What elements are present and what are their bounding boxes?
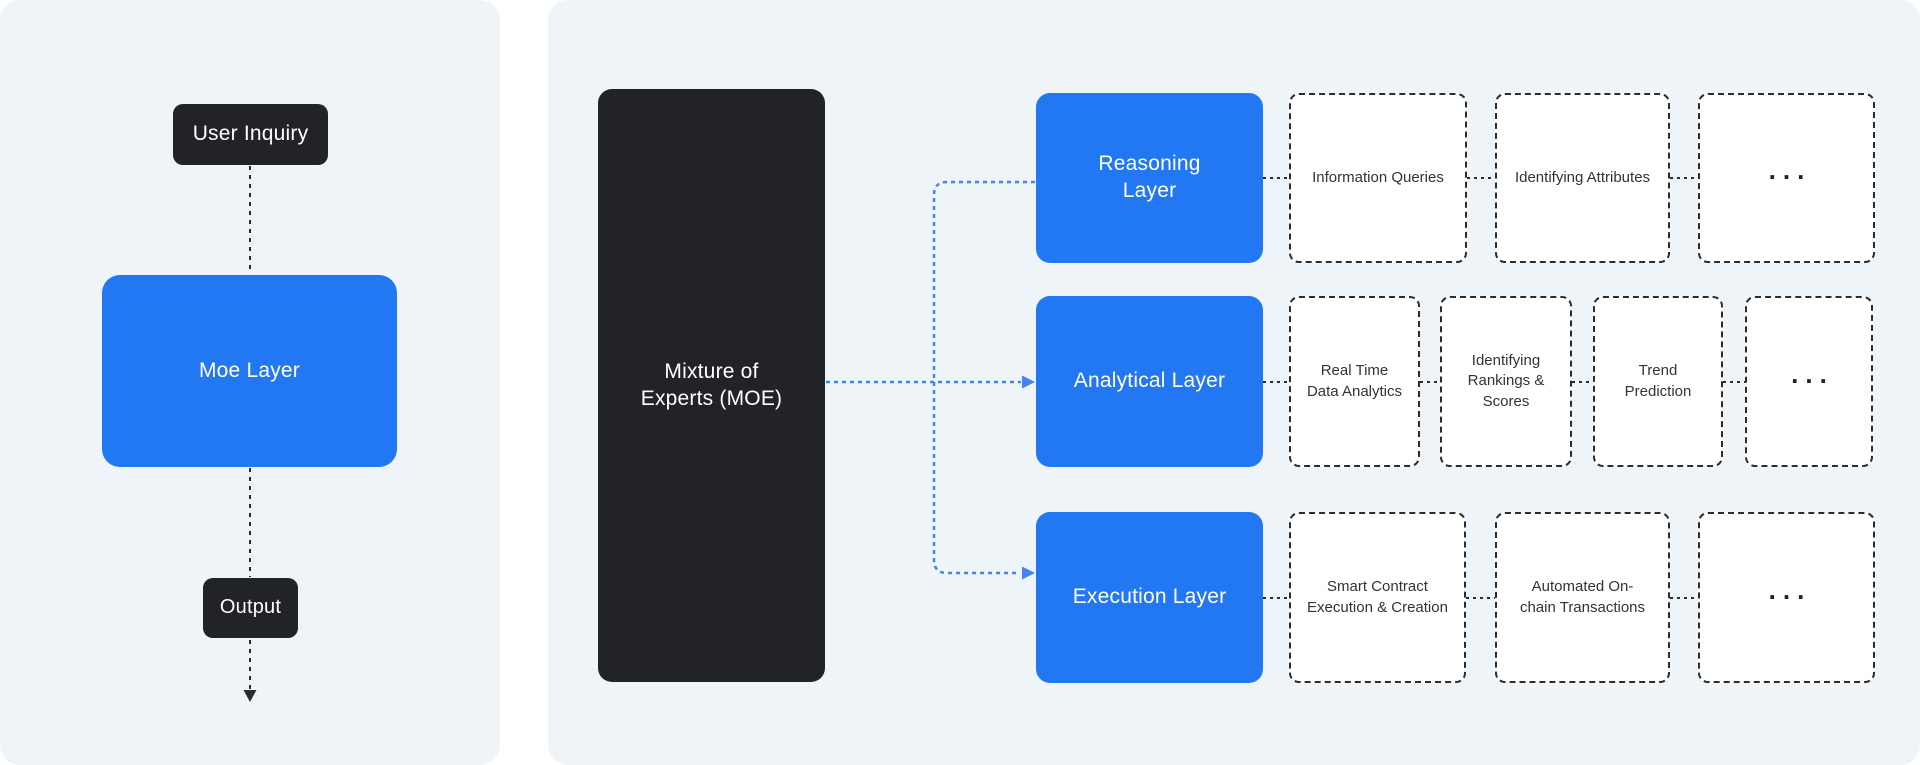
expert-node-more: ... [1745,296,1873,467]
output-node: Output [203,578,298,638]
analytical-layer-node: Analytical Layer [1036,296,1263,467]
ellipsis-label: ... [1791,358,1834,389]
expert-node-identifying-attributes: Identifying Attributes [1495,93,1670,263]
expert-node-information-queries: Information Queries [1289,93,1467,263]
expert-node-trend-prediction: Trend Prediction [1593,296,1723,467]
expert-node-real-time-data-analytics: Real Time Data Analytics [1289,296,1420,467]
expert-node-automated-onchain-transactions: Automated On- chain Transactions [1495,512,1670,683]
user-inquiry-node: User Inquiry [173,104,328,165]
mixture-of-experts-node: Mixture of Experts (MOE) [598,89,825,682]
moe-layer-node: Moe Layer [102,275,397,467]
ellipsis-label: ... [1768,155,1812,186]
expert-node-identifying-rankings-scores: Identifying Rankings & Scores [1440,296,1572,467]
expert-node-smart-contract-execution: Smart Contract Execution & Creation [1289,512,1466,683]
reasoning-layer-node: Reasoning Layer [1036,93,1263,263]
execution-layer-node: Execution Layer [1036,512,1263,683]
expert-node-more: ... [1698,93,1875,263]
expert-node-more: ... [1698,512,1875,683]
ellipsis-label: ... [1768,574,1812,605]
